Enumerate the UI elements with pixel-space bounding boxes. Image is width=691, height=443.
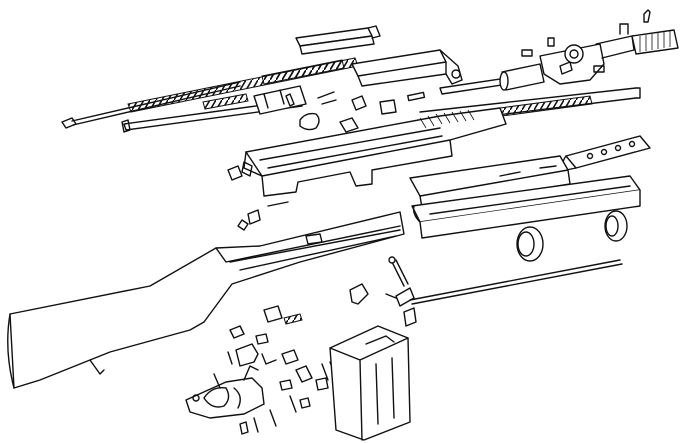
small-screws-right [521,37,605,75]
magazine-well-parts [299,95,397,133]
small-pins-top [285,91,426,107]
bolt-carrier [351,49,463,87]
magazine [329,307,417,441]
cleaning-rod [385,259,623,307]
stock [7,211,405,389]
trigger-group-pins [192,373,311,435]
trigger-housing [185,365,265,419]
bolt [253,85,307,115]
handguard-front [409,155,571,209]
operating-rod [121,99,303,133]
lower-handguard [411,175,641,239]
small-parts-left [227,161,289,231]
stock-small-parts [305,233,409,287]
muzzle-grip [631,29,679,55]
receiver-cover [295,25,381,55]
front-sight-block [539,23,635,85]
barrel-bands [516,210,628,262]
trigger-group-parts [227,283,369,391]
front-sight-post [643,9,651,23]
barrel-spring [499,95,593,117]
upper-handguard [562,135,651,171]
piston-spring [261,59,345,85]
gas-piston [499,63,545,91]
receiver [243,107,507,197]
small-spring-left [202,93,249,110]
